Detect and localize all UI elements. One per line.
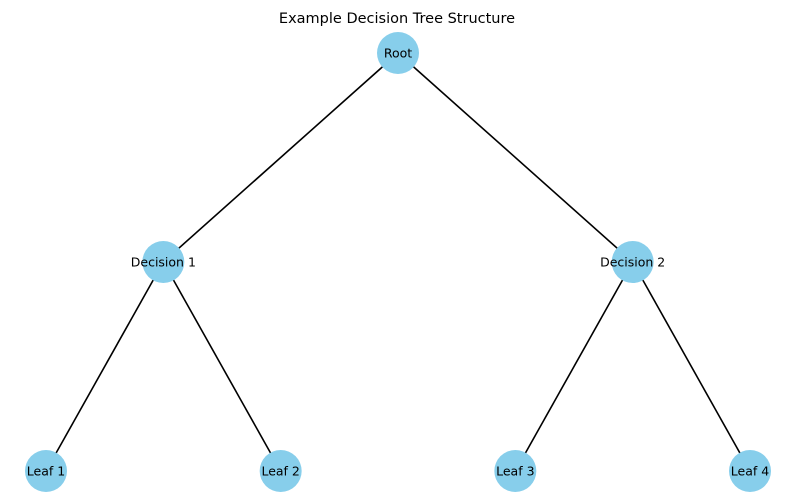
node-circle-decision-2 (611, 241, 654, 283)
edge-decision-1-to-leaf-1 (45, 261, 165, 472)
edge-decision-2-to-leaf-4 (631, 261, 751, 472)
node-circle-leaf-2 (259, 450, 302, 492)
node-leaf-2: Leaf 2 (259, 450, 302, 492)
node-leaf-3: Leaf 3 (494, 450, 537, 492)
node-leaf-4: Leaf 4 (729, 450, 771, 492)
node-root: Root (377, 32, 419, 74)
edges-layer (45, 52, 751, 472)
node-circle-leaf-3 (494, 450, 537, 492)
node-label-leaf-3: Leaf 3 (496, 464, 534, 479)
node-label-leaf-2: Leaf 2 (261, 464, 299, 479)
edge-root-to-decision-1 (162, 52, 399, 263)
node-circle-decision-1 (142, 241, 185, 283)
node-label-leaf-1: Leaf 1 (27, 464, 65, 479)
node-circle-leaf-4 (729, 450, 771, 492)
node-decision-2: Decision 2 (600, 241, 665, 283)
node-decision-1: Decision 1 (131, 241, 196, 283)
diagram-title: Example Decision Tree Structure (279, 11, 515, 27)
node-label-decision-1: Decision 1 (131, 255, 196, 270)
node-label-leaf-4: Leaf 4 (731, 464, 769, 479)
node-label-decision-2: Decision 2 (600, 255, 665, 270)
node-leaf-1: Leaf 1 (25, 450, 67, 492)
node-label-root: Root (384, 46, 412, 61)
edge-decision-1-to-leaf-2 (162, 261, 282, 472)
node-circle-root (377, 32, 419, 74)
edge-decision-2-to-leaf-3 (514, 261, 634, 472)
edge-root-to-decision-2 (397, 52, 634, 263)
node-circle-leaf-1 (25, 450, 67, 492)
